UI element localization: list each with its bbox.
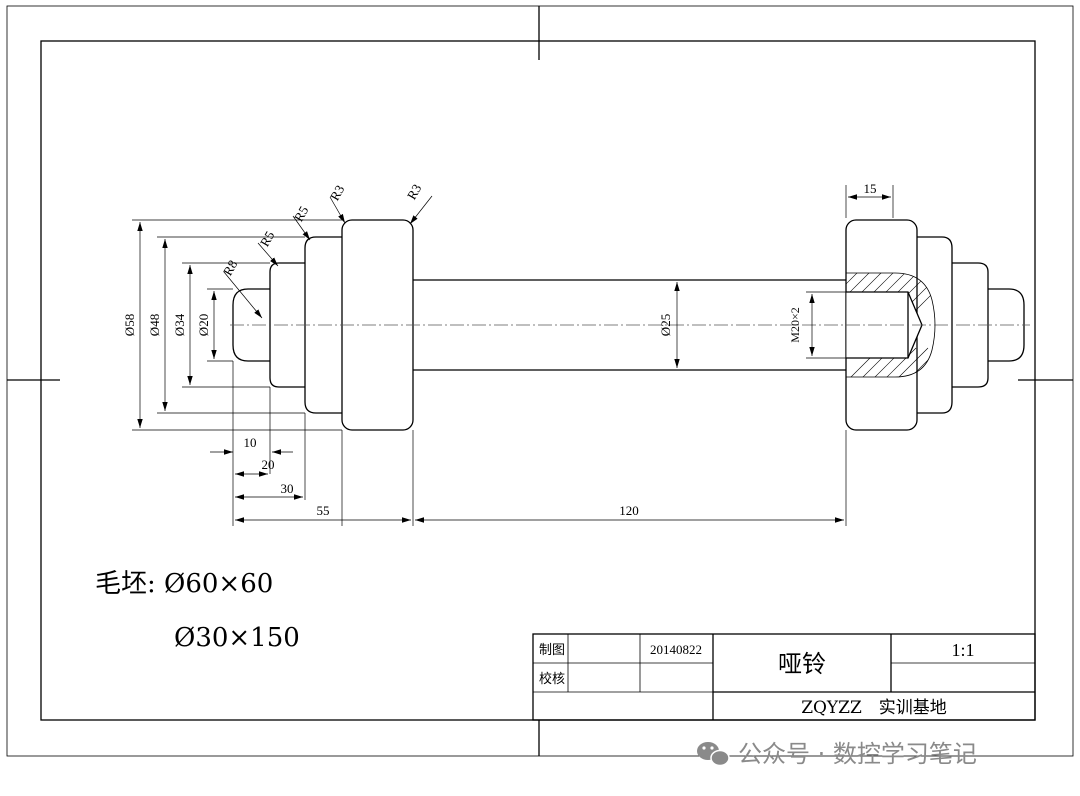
radius-leaders xyxy=(223,195,433,319)
blank-size-line2: Ø30×150 xyxy=(174,623,300,653)
part-name: 哑铃 xyxy=(778,650,826,678)
dim-len30: 30 xyxy=(281,481,294,496)
title-block xyxy=(532,633,1036,721)
dim-len20: 20 xyxy=(262,457,275,472)
dim-r5-inner: R5 xyxy=(257,228,278,249)
dim-len15: 15 xyxy=(864,181,877,196)
length-dimensions xyxy=(210,185,894,526)
organization: ZQYZZ 实训基地 xyxy=(801,698,947,718)
dim-dia34: Ø34 xyxy=(172,313,187,336)
diameter-dimensions xyxy=(132,219,846,431)
dim-dia20: Ø20 xyxy=(196,314,211,336)
dim-r3-right: R3 xyxy=(404,181,425,202)
dim-r8: R8 xyxy=(220,257,241,278)
wechat-icon xyxy=(697,742,730,767)
dim-len120: 120 xyxy=(619,503,639,518)
dim-r5-outer: R5 xyxy=(291,203,312,224)
dim-dia58: Ø58 xyxy=(122,314,137,336)
dim-len10: 10 xyxy=(244,435,257,450)
checked-by-label: 校核 xyxy=(539,671,565,687)
drawing-scale: 1:1 xyxy=(951,640,974,660)
dim-len55: 55 xyxy=(317,503,330,518)
dim-thread: M20×2 xyxy=(788,307,802,342)
watermark-text: 公众号 · 数控学习笔记 xyxy=(738,740,977,768)
thread-section xyxy=(845,272,936,378)
drawn-by-label: 制图 xyxy=(539,643,565,658)
drawing-date: 20140822 xyxy=(650,642,702,657)
dim-r3-left: R3 xyxy=(327,182,348,203)
dim-dia48: Ø48 xyxy=(147,314,162,336)
blank-size-line1: 毛坯: Ø60×60 xyxy=(95,569,273,599)
dim-dia25: Ø25 xyxy=(658,314,673,336)
